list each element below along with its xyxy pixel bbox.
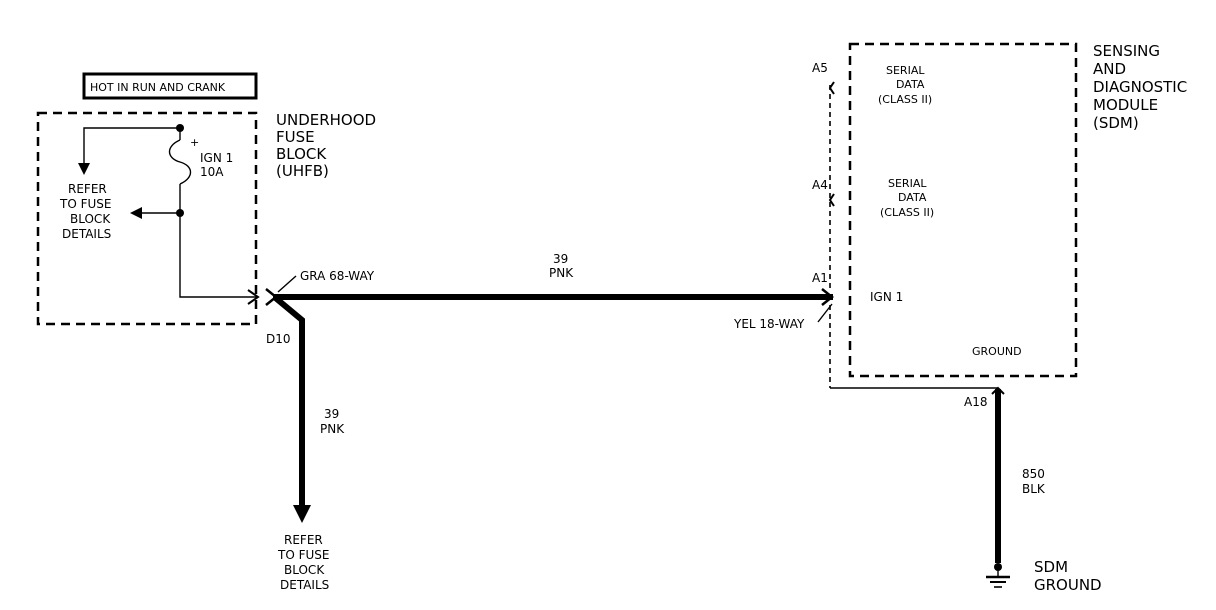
uhfb-feed-wire — [83, 127, 180, 163]
pin-a18: A18 — [964, 395, 987, 409]
serial-data-1-line-3: (CLASS II) — [878, 93, 932, 106]
wire-ground-circuit: 850 — [1022, 467, 1045, 481]
sdm-box — [848, 42, 1078, 378]
serial-data-1-line-1: SERIAL — [886, 64, 925, 77]
uhfb-refer-1: REFER — [68, 182, 107, 196]
uhfb-refer-3: BLOCK — [70, 212, 111, 226]
sdm-ground-label: GROUND — [972, 345, 1022, 358]
uhfb-name-4: (UHFB) — [276, 162, 329, 180]
pin-a1: A1 — [812, 271, 828, 285]
connector-d10-chevron — [247, 289, 260, 305]
uhfb-name-1: UNDERHOOD — [276, 111, 376, 129]
uhfb-pin: D10 — [266, 332, 291, 346]
serial-data-2-line-3: (CLASS II) — [880, 206, 934, 219]
uhfb-refer-4: DETAILS — [62, 227, 111, 241]
wire-down-color: PNK — [320, 422, 345, 436]
sdm-name-4: MODULE — [1093, 96, 1158, 114]
pin-a5-chevron — [828, 81, 835, 95]
bottom-refer-2: TO FUSE — [277, 548, 329, 562]
power-label-box — [82, 72, 258, 100]
pin-a18-chevron — [991, 386, 1005, 395]
uhfb-box — [36, 111, 258, 326]
uhfb-connector-leader — [277, 275, 297, 293]
wire-ground-color: BLK — [1022, 482, 1046, 496]
serial-data-2-line-1: SERIAL — [888, 177, 927, 190]
bottom-refer-1: REFER — [284, 533, 323, 547]
uhfb-connector: GRA 68-WAY — [300, 269, 375, 283]
sdm-ign-label: IGN 1 — [870, 290, 903, 304]
pin-a1-chevron — [821, 288, 835, 306]
sdm-connector: YEL 18-WAY — [733, 317, 805, 331]
fuse-rating: 10A — [200, 165, 224, 179]
ground-name-2: GROUND — [1034, 576, 1102, 594]
ground-name-1: SDM — [1034, 558, 1068, 576]
wire-down-circuit: 39 — [324, 407, 339, 421]
fuse-symbol — [168, 139, 192, 185]
fuse-polarity: + — [190, 136, 199, 149]
bottom-refer-3: BLOCK — [284, 563, 325, 577]
pin-a5: A5 — [812, 61, 828, 75]
power-label: HOT IN RUN AND CRANK — [90, 81, 226, 94]
uhfb-refer-2: TO FUSE — [59, 197, 111, 211]
fuse-name: IGN 1 — [200, 151, 233, 165]
sdm-name-1: SENSING — [1093, 42, 1160, 60]
pin-a4-chevron — [828, 193, 835, 207]
wire-down-arrow — [293, 505, 311, 523]
wire-down — [273, 295, 305, 508]
serial-data-1-line-2: DATA — [896, 78, 925, 91]
refer-arrow-top — [78, 163, 90, 175]
uhfb-name-3: BLOCK — [276, 145, 327, 163]
uhfb-output-wire — [179, 213, 258, 298]
sdm-name-2: AND — [1093, 60, 1126, 78]
bottom-refer-4: DETAILS — [280, 578, 329, 592]
sdm-connector-leader — [817, 303, 833, 323]
pin-a4: A4 — [812, 178, 828, 192]
refer-arrow-left — [130, 207, 142, 219]
serial-data-2-line-2: DATA — [898, 191, 927, 204]
uhfb-name-2: FUSE — [276, 128, 315, 146]
sdm-name-5: (SDM) — [1093, 114, 1139, 132]
sdm-name-3: DIAGNOSTIC — [1093, 78, 1187, 96]
wire-main-circuit: 39 — [553, 252, 568, 266]
wire-main-color: PNK — [549, 266, 574, 280]
